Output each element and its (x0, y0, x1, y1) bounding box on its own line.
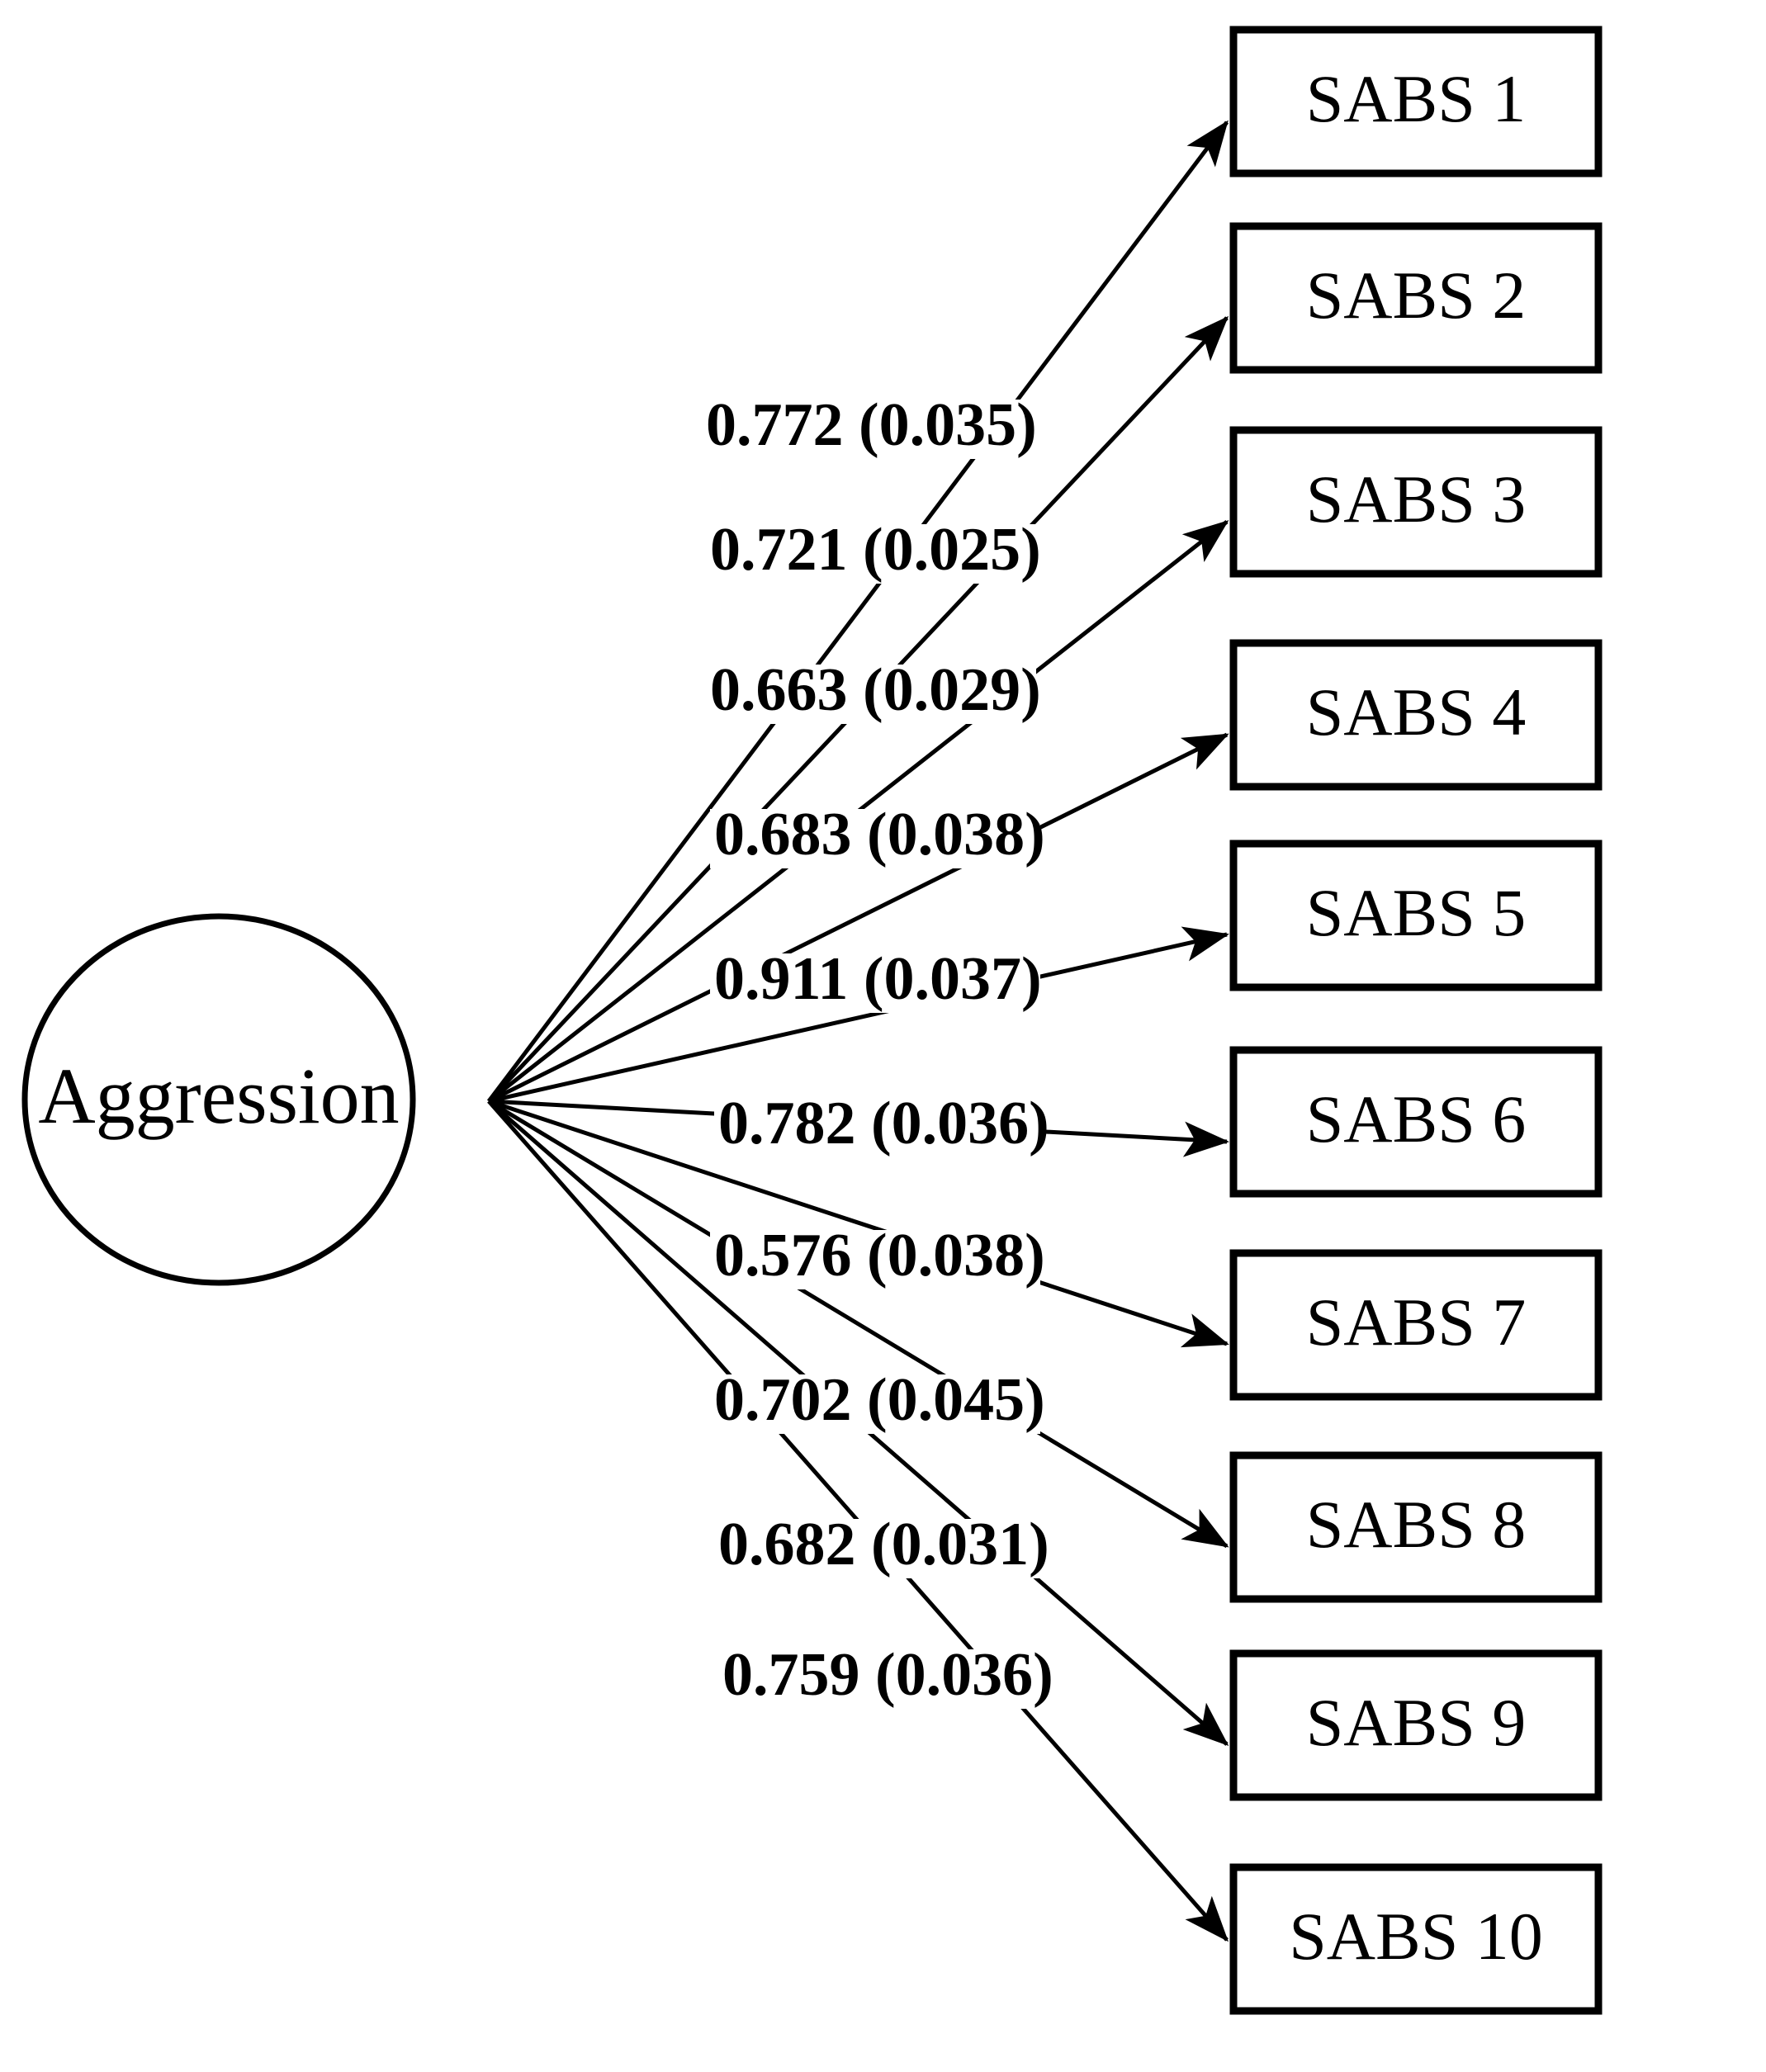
box-rect-7 (1229, 1249, 1603, 1401)
coefficient-label-sabs-6: 0.782 (0.036) (718, 1090, 1049, 1157)
box-rect-1 (1229, 26, 1603, 177)
box-rect-3 (1229, 426, 1603, 578)
coef-bg-7 (710, 1230, 1040, 1289)
box-label-6: SABS 6 (1306, 1081, 1527, 1157)
coef-bg-8 (710, 1374, 1040, 1434)
coefficient-label-sabs-7: 0.576 (0.038) (714, 1222, 1045, 1289)
coefficient-label-sabs-9: 0.682 (0.031) (718, 1511, 1049, 1578)
box-label-9: SABS 9 (1306, 1685, 1527, 1760)
coefficient-labels-group: 0.772 (0.035) 0.721 (0.025) 0.663 (0.029… (702, 391, 1053, 1709)
path-line-sabs-7[interactable] (488, 1099, 1229, 1348)
path-line-sabs-5[interactable] (488, 926, 1229, 1104)
indicator-box-sabs-2[interactable]: SABS 2 (1229, 222, 1603, 374)
coef-bg-6 (714, 1098, 1044, 1157)
coefficient-label-sabs-10: 0.759 (0.036) (722, 1641, 1053, 1709)
box-rect-4 (1229, 639, 1603, 791)
box-label-4: SABS 4 (1306, 674, 1527, 750)
box-label-2: SABS 2 (1306, 258, 1527, 333)
coefficient-label-sabs-8: 0.702 (0.045) (714, 1366, 1045, 1434)
path-line-sabs-1[interactable] (487, 120, 1229, 1103)
indicator-box-sabs-4[interactable]: SABS 4 (1229, 639, 1603, 791)
box-label-10: SABS 10 (1289, 1899, 1543, 1974)
coef-bg-2 (706, 524, 1036, 584)
coefficient-label-sabs-5: 0.911 (0.037) (714, 945, 1042, 1013)
box-rect-6 (1229, 1046, 1603, 1198)
box-rect-10 (1229, 1863, 1603, 2015)
coef-bg-10 (718, 1649, 1049, 1709)
indicator-box-sabs-3[interactable]: SABS 3 (1229, 426, 1603, 578)
indicator-box-sabs-5[interactable]: SABS 5 (1229, 840, 1603, 991)
path-line-sabs-8[interactable] (487, 1099, 1229, 1549)
box-label-1: SABS 1 (1306, 61, 1527, 136)
indicator-boxes-group: SABS 1 SABS 2 SABS 3 SABS 4 SABS 5 SABS … (1229, 26, 1603, 2015)
box-rect-5 (1229, 840, 1603, 991)
coef-bg-9 (714, 1519, 1044, 1578)
indicator-box-sabs-10[interactable]: SABS 10 (1229, 1863, 1603, 2015)
box-rect-2 (1229, 222, 1603, 374)
box-label-7: SABS 7 (1306, 1284, 1527, 1360)
aggression-ellipse (21, 913, 416, 1286)
latent-factor-aggression[interactable]: Aggression (21, 913, 416, 1286)
box-label-5: SABS 5 (1306, 875, 1527, 950)
indicator-box-sabs-1[interactable]: SABS 1 (1229, 26, 1603, 177)
coefficient-label-sabs-1: 0.772 (0.035) (706, 391, 1037, 459)
coefficient-label-sabs-4: 0.683 (0.038) (714, 801, 1045, 868)
indicator-box-sabs-8[interactable]: SABS 8 (1229, 1451, 1603, 1603)
coef-bg-1 (702, 400, 1032, 459)
aggression-label: Aggression (38, 1052, 399, 1140)
coef-bg-4 (710, 809, 1040, 868)
indicator-box-sabs-7[interactable]: SABS 7 (1229, 1249, 1603, 1401)
coef-bg-3 (706, 665, 1036, 724)
box-rect-9 (1229, 1649, 1603, 1801)
path-line-sabs-4[interactable] (487, 732, 1229, 1104)
box-rect-8 (1229, 1451, 1603, 1603)
box-label-3: SABS 3 (1306, 461, 1527, 537)
coef-bg-5 (710, 953, 1040, 1013)
indicator-box-sabs-6[interactable]: SABS 6 (1229, 1046, 1603, 1198)
coefficient-label-sabs-3: 0.663 (0.029) (710, 656, 1041, 724)
coefficient-label-sabs-2: 0.721 (0.025) (710, 516, 1041, 584)
indicator-box-sabs-9[interactable]: SABS 9 (1229, 1649, 1603, 1801)
box-label-8: SABS 8 (1306, 1487, 1527, 1562)
